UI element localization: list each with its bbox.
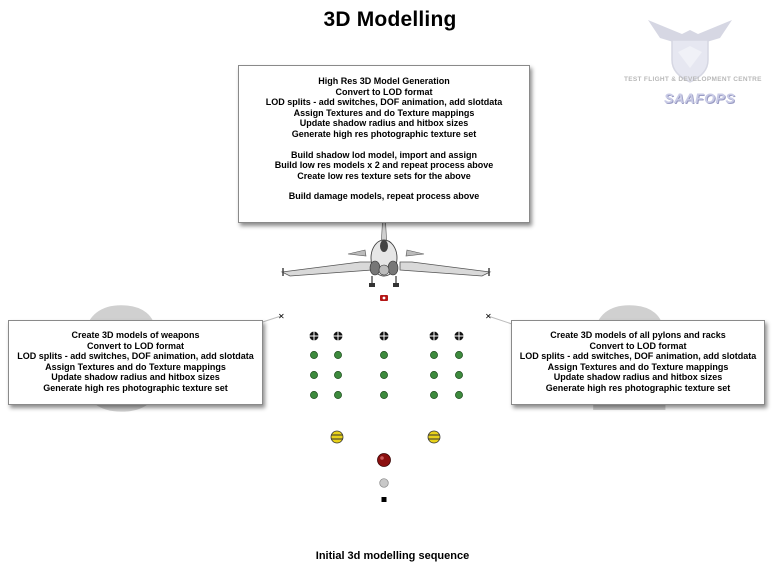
box-line: Assign Textures and do Texture mappings — [293, 107, 475, 118]
connector-markers: ✕ ✕ — [278, 312, 492, 321]
box-line: Create low res texture sets for the abov… — [297, 170, 471, 181]
pylon-grid — [310, 351, 463, 399]
pylon-icon — [380, 371, 388, 379]
box-line: High Res 3D Model Generation — [318, 76, 450, 86]
pylon-icon — [455, 351, 463, 359]
box-line: Update shadow radius and hitbox sizes — [299, 118, 469, 129]
logo-subtitle: TEST FLIGHT & DEVELOPMENT CENTRE — [624, 76, 762, 83]
svg-text:✕: ✕ — [485, 312, 492, 321]
figure-caption: Initial 3d modelling sequence — [315, 550, 470, 562]
pylon-icon — [334, 391, 342, 399]
pod-icon — [379, 478, 389, 488]
pylon-icon — [334, 371, 342, 379]
box-line: Generate high res photographic texture s… — [545, 382, 731, 393]
saaf-emblem-logo — [648, 20, 732, 83]
weapons-model-box: Create 3D models of weapons Convert to L… — [8, 320, 263, 405]
pylon-icon — [455, 371, 463, 379]
box-line: Build low res models x 2 and repeat proc… — [274, 160, 494, 171]
box-line: LOD splits - add switches, DOF animation… — [519, 351, 757, 362]
bomb-icon — [427, 430, 441, 444]
svg-text:✕: ✕ — [278, 312, 285, 321]
box-spacer — [239, 140, 529, 150]
pylon-icon — [334, 351, 342, 359]
pylons-racks-model-box: Create 3D models of all pylons and racks… — [511, 320, 765, 405]
weapon-station-icon — [379, 331, 389, 341]
box-line: Convert to LOD format — [86, 340, 184, 351]
box-line: Build shadow lod model, import and assig… — [290, 149, 477, 160]
box-line: Build damage models, repeat process abov… — [288, 191, 480, 202]
centerline-marker-icon — [380, 295, 388, 301]
box-line: Convert to LOD format — [589, 340, 687, 351]
box-line: Generate high res photographic texture s… — [291, 128, 477, 139]
weapon-station-icon — [333, 331, 343, 341]
box-spacer — [239, 181, 529, 191]
box-line: Assign Textures and do Texture mappings — [547, 361, 729, 372]
fuel-tank-icon — [377, 453, 391, 467]
box-line: Convert to LOD format — [335, 86, 433, 97]
pylon-icon — [310, 351, 318, 359]
pylon-icon — [380, 351, 388, 359]
pylon-icon — [455, 391, 463, 399]
pylon-icon — [310, 371, 318, 379]
weapon-station-icon — [429, 331, 439, 341]
weapon-station-row — [309, 331, 464, 341]
box-line: Assign Textures and do Texture mappings — [45, 361, 226, 372]
page-title: 3D Modelling — [323, 8, 457, 31]
aircraft-icon — [280, 211, 492, 287]
high-res-model-box: High Res 3D Model Generation Convert to … — [238, 65, 530, 223]
pylon-icon — [310, 391, 318, 399]
box-line: Create 3D models of weapons — [71, 330, 200, 340]
box-line: LOD splits - add switches, DOF animation… — [17, 351, 254, 362]
box-line: Update shadow radius and hitbox sizes — [51, 372, 220, 383]
pylon-icon — [430, 351, 438, 359]
weapon-station-icon — [309, 331, 319, 341]
logo-brand: SAAFOPS — [664, 90, 736, 106]
pylon-icon — [430, 391, 438, 399]
pylon-icon — [430, 371, 438, 379]
box-line: Create 3D models of all pylons and racks — [550, 330, 726, 340]
bomb-icon — [330, 430, 344, 444]
box-line: Generate high res photographic texture s… — [43, 382, 228, 393]
weapon-station-icon — [454, 331, 464, 341]
station-square-icon — [381, 497, 387, 502]
pylon-icon — [380, 391, 388, 399]
box-line: LOD splits - add switches, DOF animation… — [265, 97, 503, 108]
box-line: Update shadow radius and hitbox sizes — [553, 372, 723, 383]
